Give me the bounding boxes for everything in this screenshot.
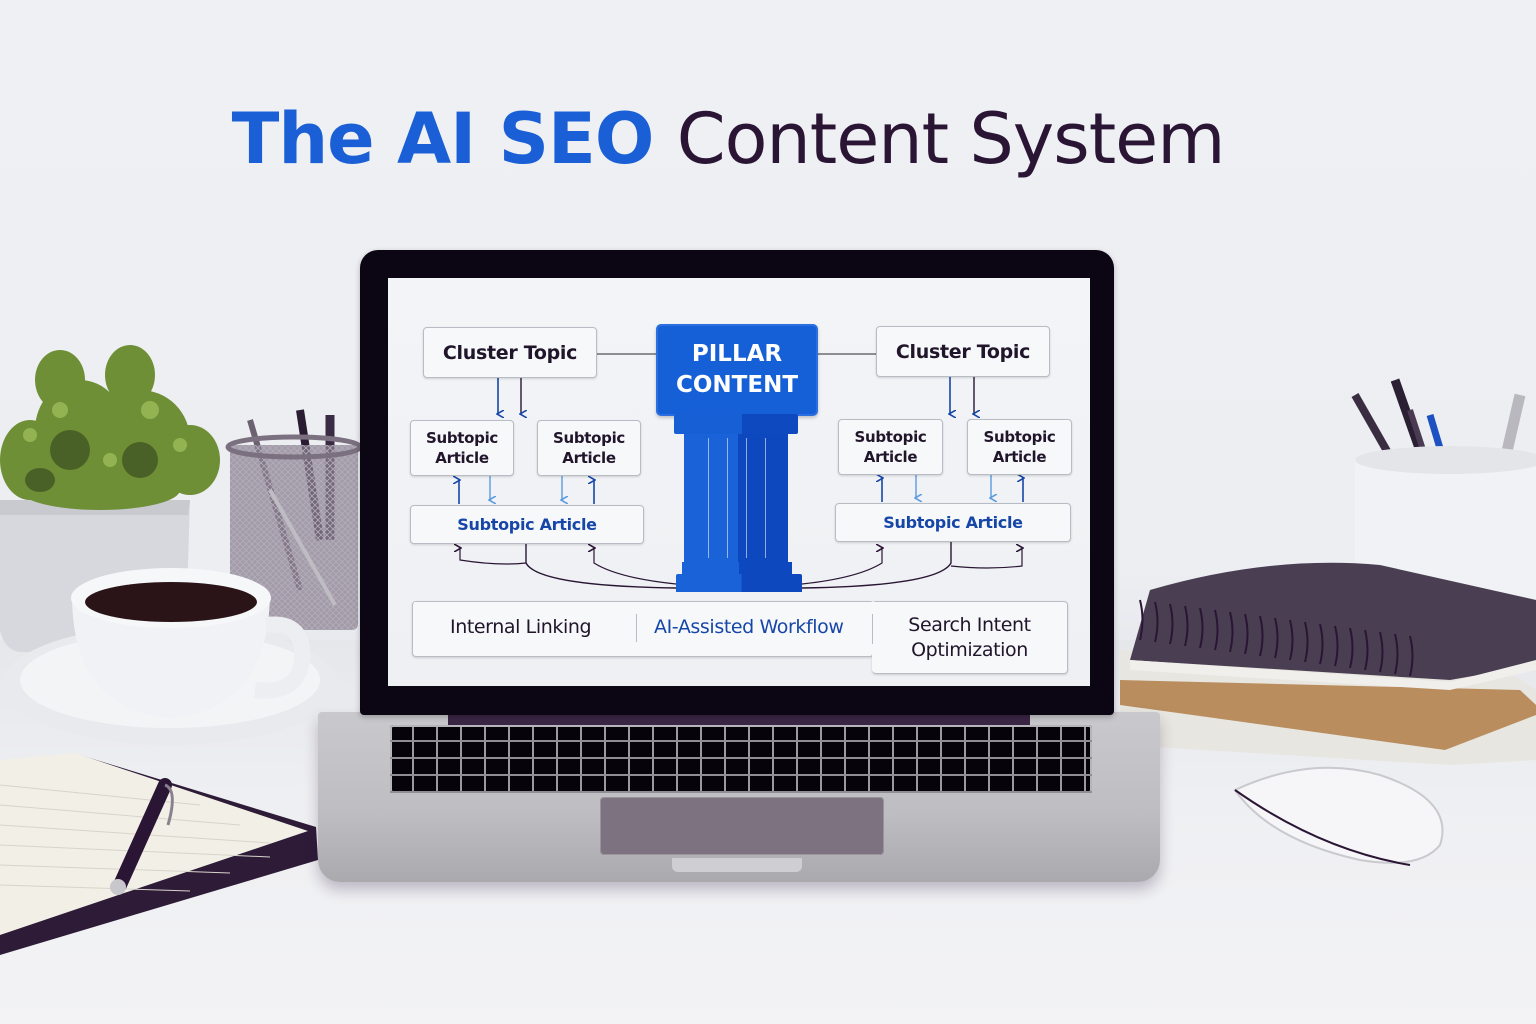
pillar-content-box[interactable]: PILLAR CONTENT bbox=[656, 324, 818, 416]
search-intent-line1: Search Intent bbox=[908, 613, 1031, 636]
headline-dark: Content System bbox=[676, 98, 1226, 180]
right-subtopic-article-2[interactable]: Subtopic Article bbox=[967, 419, 1072, 475]
left-cluster-topic[interactable]: Cluster Topic bbox=[423, 327, 597, 378]
notebook-with-pen bbox=[0, 753, 318, 955]
headline-blue: The AI SEO bbox=[231, 98, 655, 180]
bottom-bar-divider-1 bbox=[636, 614, 637, 642]
headline: The AI SEO Content System bbox=[0, 98, 1456, 180]
bottom-bar-divider-2 bbox=[872, 614, 873, 644]
subtopic-label-line1: Subtopic bbox=[854, 428, 927, 446]
subtopic-label-line1: Subtopic bbox=[983, 428, 1056, 446]
left-desk-props bbox=[0, 345, 363, 745]
search-intent-line2: Optimization bbox=[911, 638, 1028, 661]
pillar-line1: PILLAR bbox=[691, 341, 783, 367]
laptop-screen: Cluster Topic Subtopic Article Subtopic … bbox=[388, 278, 1090, 686]
left-cluster-topic-label: Cluster Topic bbox=[442, 341, 578, 364]
pillar-base-lower bbox=[676, 574, 802, 592]
mouse-icon bbox=[1233, 766, 1444, 866]
subtopic-label-line2: Article bbox=[863, 448, 918, 466]
left-subtopic-article-1[interactable]: Subtopic Article bbox=[410, 420, 514, 476]
pillar-column-icon bbox=[674, 414, 798, 434]
right-subtopic-article-1[interactable]: Subtopic Article bbox=[838, 419, 943, 475]
keyboard-rows bbox=[390, 725, 1092, 793]
right-cluster-topic-label: Cluster Topic bbox=[895, 340, 1031, 363]
notebook-stack-icon bbox=[1120, 562, 1536, 765]
lid-notch bbox=[672, 858, 802, 872]
left-subtopic-article-2[interactable]: Subtopic Article bbox=[537, 420, 641, 476]
subtopic-label-line2: Article bbox=[435, 449, 489, 467]
bottom-bar-ai-assisted-workflow[interactable]: AI-Assisted Workflow bbox=[654, 616, 844, 638]
subtopic-label-line1: Subtopic bbox=[425, 429, 499, 447]
right-subtopic-article-wide[interactable]: Subtopic Article bbox=[835, 503, 1071, 542]
pillar-line2: CONTENT bbox=[675, 372, 799, 398]
wide-subtopic-label: Subtopic Article bbox=[883, 513, 1023, 532]
pillar-base-upper bbox=[682, 562, 792, 576]
left-subtopic-article-wide[interactable]: Subtopic Article bbox=[410, 505, 644, 544]
laptop-hinge bbox=[448, 712, 1030, 726]
bottom-bar-internal-linking[interactable]: Internal Linking bbox=[450, 616, 592, 638]
right-cluster-topic[interactable]: Cluster Topic bbox=[876, 326, 1050, 377]
subtopic-label-line1: Subtopic bbox=[552, 429, 626, 447]
coffee-cup-icon bbox=[2, 568, 338, 745]
bottom-bar-fill bbox=[414, 602, 884, 654]
mesh-pen-holder-icon bbox=[225, 409, 363, 630]
bottom-bar-search-intent[interactable]: Search Intent Optimization bbox=[872, 601, 1068, 674]
pillar-shaft bbox=[684, 434, 788, 562]
pen-icon bbox=[110, 778, 174, 895]
connector-lines bbox=[388, 353, 1090, 589]
trackpad[interactable] bbox=[600, 797, 884, 855]
pen-cup-icon bbox=[1351, 378, 1536, 600]
wide-subtopic-label: Subtopic Article bbox=[457, 515, 597, 534]
right-desk-props bbox=[1120, 378, 1536, 866]
subtopic-label-line2: Article bbox=[992, 448, 1047, 466]
subtopic-label-line2: Article bbox=[562, 449, 616, 467]
